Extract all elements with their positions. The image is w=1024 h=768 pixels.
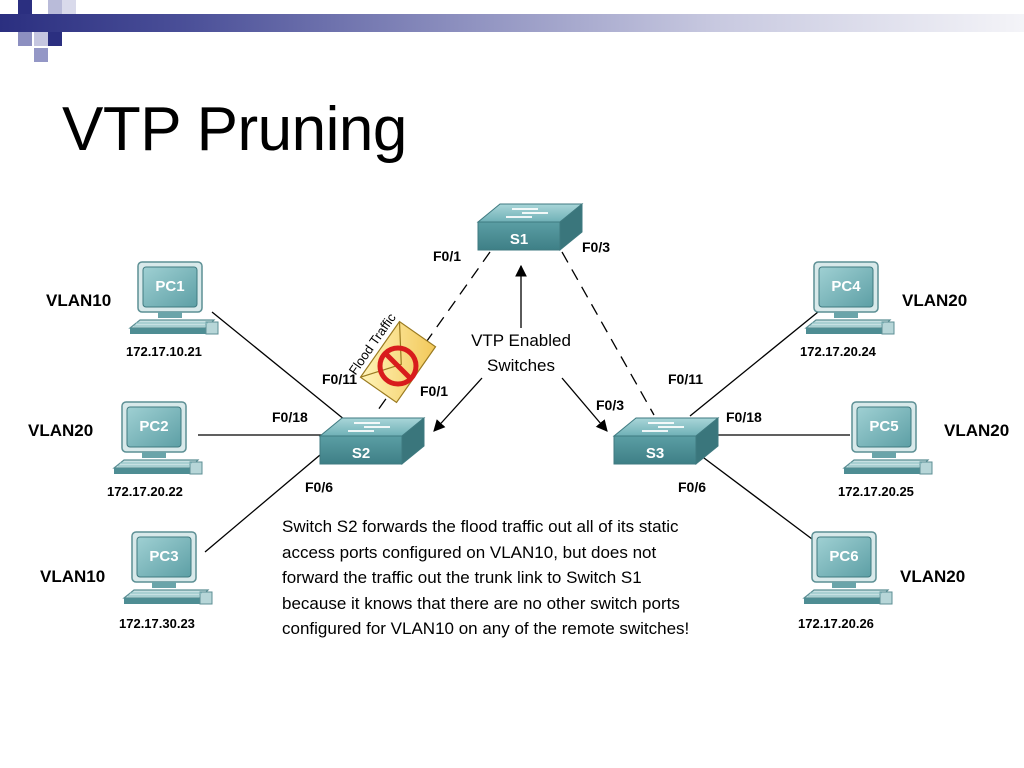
explanation-caption: Switch S2 forwards the flood traffic out… [282, 514, 752, 642]
prohibited-icon [377, 345, 419, 387]
pc-pc3: PC3 [123, 531, 213, 605]
pc6-ip-label: 172.17.20.26 [798, 616, 874, 631]
pc4-vlan-label: VLAN20 [902, 291, 967, 310]
pc5-vlan-label: VLAN20 [944, 421, 1009, 440]
port-s2-f06: F0/6 [305, 479, 333, 495]
pc1-ip-label: 172.17.10.21 [126, 344, 202, 359]
switch-s1-label: S1 [510, 231, 528, 248]
port-s1-f01: F0/1 [433, 248, 461, 264]
port-s3-f06: F0/6 [678, 479, 706, 495]
pc-pc1: PC1 [129, 261, 219, 335]
switch-s3-label: S3 [646, 445, 664, 462]
trunk-link-s1-s3 [561, 251, 655, 416]
pc2-ip-label: 172.17.20.22 [107, 484, 183, 499]
pc6-label: PC6 [829, 548, 858, 565]
caption-line-2: access ports configured on VLAN10, but d… [282, 542, 657, 562]
pc1-vlan-label: VLAN10 [46, 291, 111, 310]
pc3-label: PC3 [149, 548, 178, 565]
link-s3-pc4 [689, 311, 819, 417]
switch-s1: S1 [477, 203, 583, 251]
pc3-ip-label: 172.17.30.23 [119, 616, 195, 631]
pc2-vlan-label: VLAN20 [28, 421, 93, 440]
switch-s2-label: S2 [352, 445, 370, 462]
port-s3-f03: F0/3 [596, 397, 624, 413]
slide-title: VTP Pruning [62, 95, 407, 164]
callout-arrow-right [561, 377, 608, 432]
port-s1-f03: F0/3 [582, 239, 610, 255]
pc4-label: PC4 [831, 278, 861, 295]
caption-line-3: forward the traffic out the trunk link t… [282, 568, 642, 587]
pc3-vlan-label: VLAN10 [40, 567, 105, 586]
pc5-ip-label: 172.17.20.25 [838, 484, 914, 499]
header-square-6 [48, 32, 62, 46]
header-square-7 [34, 48, 48, 62]
caption-line-4: because it knows that there are no other… [282, 593, 680, 613]
caption-line-5: configured for VLAN10 on any of the remo… [282, 619, 690, 638]
link-s2-pc3 [204, 454, 321, 553]
pc-pc5: PC5 [843, 401, 933, 475]
header-square-3 [62, 0, 76, 14]
link-s2-pc1 [211, 311, 346, 421]
pc-pc6: PC6 [803, 531, 893, 605]
link-s3-pc6 [699, 454, 821, 546]
caption-line-1: Switch S2 forwards the flood traffic out… [282, 517, 679, 536]
port-s2-f01: F0/1 [420, 383, 448, 399]
callout-line-1: VTP Enabled [471, 331, 571, 350]
port-s3-f011: F0/11 [668, 371, 703, 387]
port-s2-f011: F0/11 [322, 371, 357, 387]
callout-arrow-left [433, 377, 483, 432]
pc5-label: PC5 [869, 418, 898, 435]
header-gradient-bar [0, 14, 1024, 32]
callout-line-2: Switches [487, 356, 555, 375]
port-s2-f018: F0/18 [272, 409, 308, 425]
pc-pc2: PC2 [113, 401, 203, 475]
pc6-vlan-label: VLAN20 [900, 567, 965, 586]
header-square-1 [18, 0, 32, 14]
switch-s3: S3 [613, 417, 719, 465]
header-square-4 [18, 32, 32, 46]
pc1-label: PC1 [155, 278, 184, 295]
pc2-label: PC2 [139, 418, 168, 435]
port-s3-f018: F0/18 [726, 409, 762, 425]
pc4-ip-label: 172.17.20.24 [800, 344, 877, 359]
header-square-2 [48, 0, 62, 14]
switch-s2: S2 [319, 417, 425, 465]
pc-pc4: PC4 [805, 261, 895, 335]
header-square-5 [34, 32, 48, 46]
